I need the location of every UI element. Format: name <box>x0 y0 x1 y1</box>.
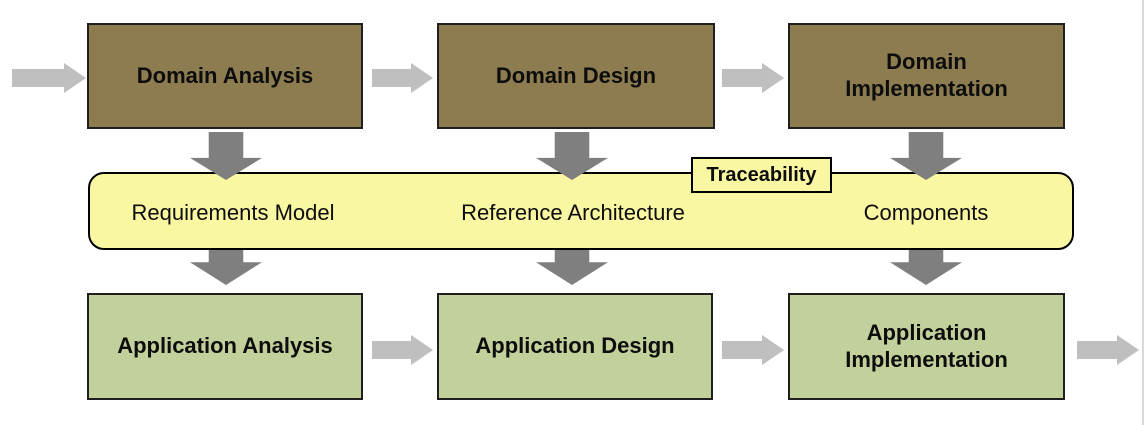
requirements-model-label: Requirements Model <box>131 200 335 225</box>
traceability-label: Traceability <box>706 163 817 186</box>
application-analysis-box: Application Analysis <box>87 293 363 400</box>
application-design-to-implementation-arrow-icon <box>722 335 784 365</box>
flow-in-right-arrow-icon <box>12 63 86 93</box>
traceability-tag: Traceability <box>691 157 832 193</box>
domain-design-box: Domain Design <box>437 23 715 129</box>
application-analysis-to-design-arrow-icon <box>372 335 433 365</box>
domain-design-label: Domain Design <box>495 62 657 88</box>
application-analysis-label: Application Analysis <box>117 333 333 359</box>
architecture-to-application-design-arrow-icon <box>536 247 608 285</box>
domain-implementation-box: Domain Implementation <box>788 23 1065 129</box>
application-implementation-box: Application Implementation <box>788 293 1065 400</box>
domain-analysis-label: Domain Analysis <box>136 62 314 88</box>
artifacts-band <box>88 172 1074 250</box>
domain-analysis-to-design-arrow-icon <box>372 63 433 93</box>
components-label: Components <box>863 200 989 225</box>
application-implementation-label: Application Implementation <box>845 319 1008 372</box>
application-design-label: Application Design <box>475 333 675 359</box>
flow-out-right-arrow-icon <box>1077 335 1139 365</box>
domain-analysis-box: Domain Analysis <box>87 23 363 129</box>
components-to-application-implementation-arrow-icon <box>890 247 962 285</box>
domain-design-to-implementation-arrow-icon <box>722 63 784 93</box>
application-design-box: Application Design <box>437 293 713 400</box>
slide-right-border <box>1142 0 1144 425</box>
reference-architecture-label: Reference Architecture <box>461 200 685 225</box>
domain-implementation-label: Domain Implementation <box>845 49 1008 101</box>
requirements-to-application-analysis-arrow-icon <box>190 247 262 285</box>
